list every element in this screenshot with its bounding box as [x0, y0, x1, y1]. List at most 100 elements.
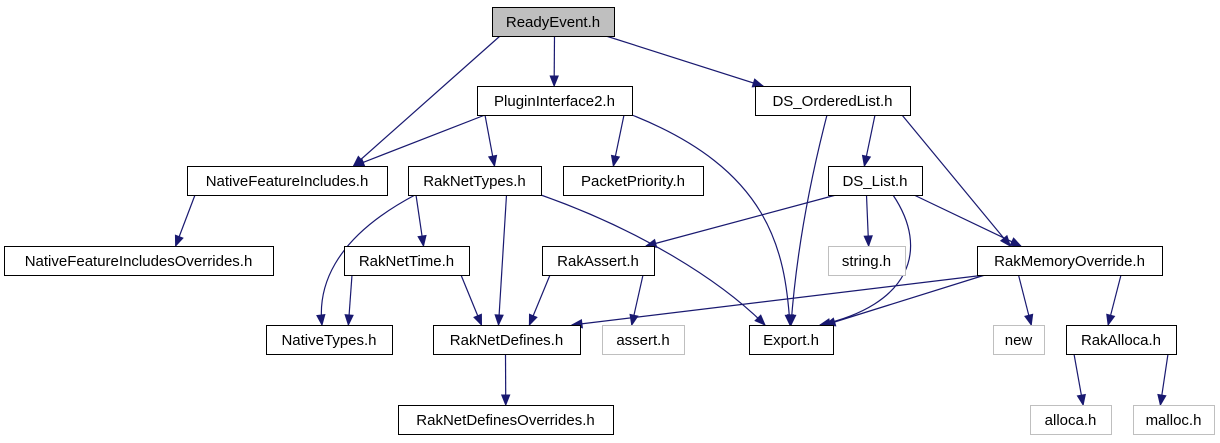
- edge-rak-memory-override-to-export: [823, 274, 986, 327]
- edge-rak-memory-override-to-new: [1017, 274, 1034, 327]
- node-label: RakNetTypes.h: [423, 173, 526, 190]
- edge-line: [353, 114, 486, 167]
- node-label: NativeFeatureIncludes.h: [206, 173, 369, 190]
- node-label: PacketPriority.h: [581, 173, 685, 190]
- node-rak-net-time[interactable]: RakNetTime.h: [344, 246, 470, 276]
- node-plugin-interface2[interactable]: PluginInterface2.h: [477, 86, 633, 116]
- edge-arrowhead: [500, 394, 511, 407]
- edge-line: [901, 114, 1011, 247]
- node-rak-alloca[interactable]: RakAlloca.h: [1066, 325, 1177, 355]
- edge-arrowhead: [863, 235, 873, 248]
- node-label: PluginInterface2.h: [494, 93, 615, 110]
- node-native-feature-includes[interactable]: NativeFeatureIncludes.h: [187, 166, 388, 196]
- edge-line: [540, 194, 766, 326]
- node-box[interactable]: [542, 246, 655, 276]
- edge-arrowhead: [861, 154, 872, 168]
- node-box[interactable]: [1030, 405, 1112, 435]
- edge-arrowhead: [754, 314, 766, 326]
- edge-arrowhead: [473, 313, 483, 327]
- node-label: RakAlloca.h: [1081, 332, 1161, 349]
- node-packet-priority[interactable]: PacketPriority.h: [563, 166, 704, 196]
- node-box[interactable]: [749, 325, 834, 355]
- edge-ds-ordered-list-to-ds-list: [861, 114, 876, 168]
- node-label: NativeTypes.h: [281, 332, 376, 349]
- node-ready-event[interactable]: ReadyEvent.h: [492, 7, 615, 37]
- node-box[interactable]: [563, 166, 704, 196]
- node-label: assert.h: [616, 332, 669, 349]
- edge-arrowhead: [417, 234, 427, 248]
- edge-line: [571, 274, 986, 326]
- edge-line: [353, 35, 501, 167]
- edge-line: [631, 114, 791, 326]
- node-rak-net-defines[interactable]: RakNetDefines.h: [433, 325, 581, 355]
- edge-ready-event-to-ds-ordered-list: [605, 35, 765, 88]
- edge-ds-list-to-rak-memory-override: [913, 194, 1023, 247]
- node-box[interactable]: [828, 246, 906, 276]
- node-box[interactable]: [398, 405, 614, 435]
- node-ds-ordered-list[interactable]: DS_OrderedList.h: [755, 86, 911, 116]
- node-alloca[interactable]: alloca.h: [1030, 405, 1112, 435]
- node-native-feature-includes-overrides[interactable]: NativeFeatureIncludesOverrides.h: [4, 246, 274, 276]
- edge-line: [790, 114, 828, 326]
- node-label: RakNetTime.h: [359, 253, 454, 270]
- node-box[interactable]: [4, 246, 274, 276]
- node-native-types[interactable]: NativeTypes.h: [266, 325, 393, 355]
- node-label: NativeFeatureIncludesOverrides.h: [25, 253, 253, 270]
- node-box[interactable]: [755, 86, 911, 116]
- edge-ds-list-to-rak-assert: [644, 194, 837, 248]
- node-assert[interactable]: assert.h: [602, 325, 685, 355]
- node-box[interactable]: [602, 325, 685, 355]
- edge-arrowhead: [1106, 313, 1116, 327]
- node-box[interactable]: [1133, 405, 1215, 435]
- node-malloc[interactable]: malloc.h: [1133, 405, 1215, 435]
- edge-plugin-interface2-to-export: [631, 114, 795, 327]
- node-box[interactable]: [266, 325, 393, 355]
- node-export[interactable]: Export.h: [749, 325, 834, 355]
- node-label: DS_OrderedList.h: [772, 93, 892, 110]
- node-box[interactable]: [408, 166, 542, 196]
- edge-line: [497, 194, 508, 326]
- edge-line: [645, 194, 837, 247]
- edge-ds-ordered-list-to-export: [787, 114, 828, 327]
- node-box[interactable]: [828, 166, 923, 196]
- node-box[interactable]: [477, 86, 633, 116]
- edge-rak-net-time-to-native-types: [344, 274, 354, 327]
- node-rak-net-defines-overrides[interactable]: RakNetDefinesOverrides.h: [398, 405, 614, 435]
- edge-arrowhead: [344, 314, 354, 327]
- node-box[interactable]: [977, 246, 1163, 276]
- node-new[interactable]: new: [993, 325, 1045, 355]
- node-label: alloca.h: [1045, 412, 1097, 429]
- edges-layer: [174, 35, 1169, 407]
- node-box[interactable]: [433, 325, 581, 355]
- node-ds-list[interactable]: DS_List.h: [828, 166, 923, 196]
- edge-arrowhead: [1009, 237, 1023, 247]
- edge-arrowhead: [787, 314, 797, 327]
- edge-arrowhead: [549, 75, 559, 88]
- node-box[interactable]: [1066, 325, 1177, 355]
- edge-arrowhead: [1157, 393, 1167, 407]
- edge-arrowhead: [629, 313, 639, 327]
- node-string[interactable]: string.h: [828, 246, 906, 276]
- edge-arrowhead: [1076, 393, 1086, 407]
- node-rak-memory-override[interactable]: RakMemoryOverride.h: [977, 246, 1163, 276]
- node-box[interactable]: [187, 166, 388, 196]
- node-label: RakMemoryOverride.h: [994, 253, 1145, 270]
- edge-plugin-interface2-to-rak-net-types: [484, 114, 498, 168]
- edge-arrowhead: [751, 78, 765, 88]
- node-box[interactable]: [993, 325, 1045, 355]
- node-label: RakNetDefinesOverrides.h: [416, 412, 594, 429]
- edge-rak-net-types-to-rak-net-defines: [494, 194, 508, 327]
- edge-line: [605, 35, 764, 87]
- node-rak-assert[interactable]: RakAssert.h: [542, 246, 655, 276]
- edge-rak-alloca-to-alloca: [1073, 353, 1086, 407]
- node-box[interactable]: [344, 246, 470, 276]
- node-label: string.h: [842, 253, 891, 270]
- node-label: DS_List.h: [842, 173, 907, 190]
- node-rak-net-types[interactable]: RakNetTypes.h: [408, 166, 542, 196]
- edge-line: [320, 194, 416, 326]
- edge-arrowhead: [494, 314, 504, 327]
- node-box[interactable]: [492, 7, 615, 37]
- edge-rak-assert-to-rak-net-defines: [528, 274, 551, 327]
